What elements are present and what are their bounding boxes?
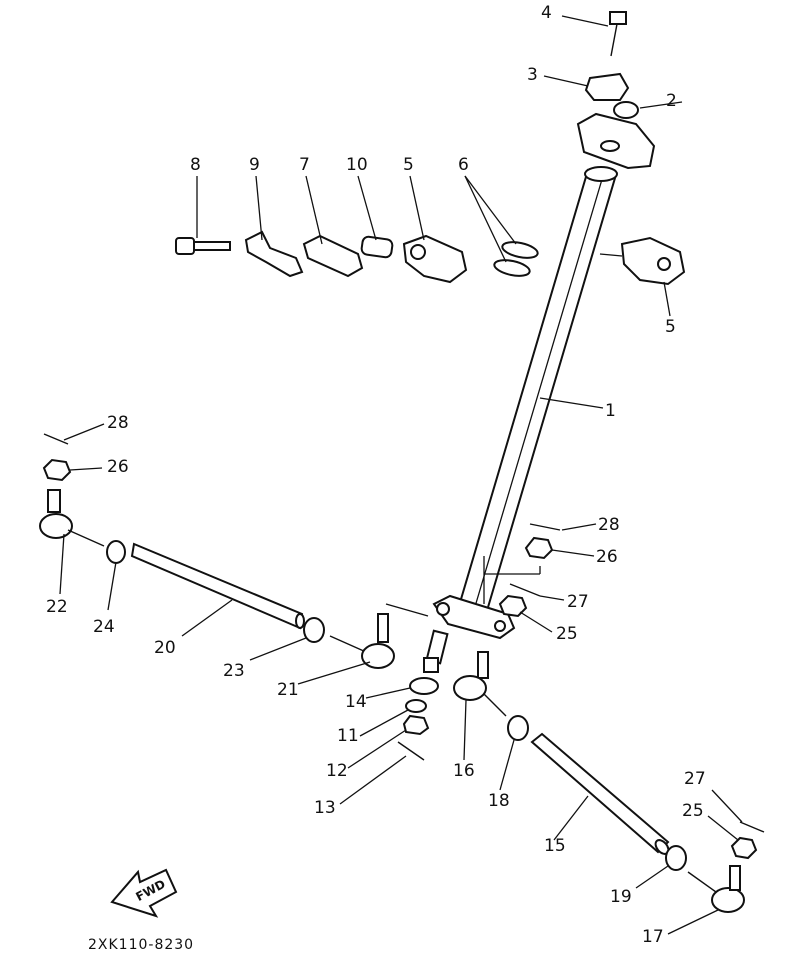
label-part-28-left: 28 xyxy=(107,413,129,433)
label-part-20: 20 xyxy=(154,638,176,658)
label-part-22: 22 xyxy=(46,597,68,617)
label-part-9: 9 xyxy=(249,155,260,175)
label-part-12: 12 xyxy=(326,761,348,781)
label-part-23: 23 xyxy=(223,661,245,681)
tie-rod-15 xyxy=(530,732,670,855)
label-part-14: 14 xyxy=(345,692,367,712)
nut-18 xyxy=(507,715,529,741)
label-part-7: 7 xyxy=(299,155,310,175)
label-part-11: 11 xyxy=(337,726,359,746)
tie-rod-end-16 xyxy=(453,651,507,717)
tie-rod-end-21 xyxy=(329,613,395,669)
plate-7 xyxy=(302,234,364,278)
nut-25-mid xyxy=(498,594,528,618)
label-part-24: 24 xyxy=(93,617,115,637)
holder-top xyxy=(584,72,630,101)
label-part-5-right: 5 xyxy=(665,317,676,337)
bush-2 xyxy=(613,101,639,119)
part-labels: 4 3 2 8 9 7 10 5 6 5 1 28 26 28 26 27 25… xyxy=(46,3,706,953)
holder-5-right xyxy=(620,236,686,286)
label-part-17: 17 xyxy=(642,927,664,947)
label-part-28-mid: 28 xyxy=(598,515,620,535)
plate-6 xyxy=(493,241,539,277)
label-part-27-right: 27 xyxy=(684,769,706,789)
nut-25-right xyxy=(730,836,758,860)
cotter-pin-27-mid xyxy=(509,583,541,597)
cotter-pin-28-left xyxy=(43,433,69,445)
bolt-8 xyxy=(175,237,231,255)
nut-23 xyxy=(303,617,325,643)
label-part-13: 13 xyxy=(314,798,336,818)
label-part-21: 21 xyxy=(277,680,299,700)
label-part-16: 16 xyxy=(453,761,475,781)
label-part-10: 10 xyxy=(346,155,368,175)
drawing-code: 2XK110-8230 xyxy=(88,937,194,953)
nut-19 xyxy=(665,845,687,871)
tie-rod-20 xyxy=(130,542,305,630)
label-part-19: 19 xyxy=(610,887,632,907)
nut-26-mid xyxy=(524,536,554,560)
label-part-26-mid: 26 xyxy=(596,547,618,567)
label-part-8: 8 xyxy=(190,155,201,175)
washer-14 xyxy=(409,677,439,695)
label-part-1: 1 xyxy=(605,401,616,421)
leader-lines xyxy=(59,15,743,935)
nut-26-left xyxy=(42,458,72,482)
label-part-26-left: 26 xyxy=(107,457,129,477)
label-part-4: 4 xyxy=(541,3,552,23)
label-part-5-left: 5 xyxy=(403,155,414,175)
label-part-25-mid: 25 xyxy=(556,624,578,644)
cotter-pin-28-mid xyxy=(529,523,561,531)
bolt-4 xyxy=(609,11,627,57)
label-part-3: 3 xyxy=(527,65,538,85)
plate-9 xyxy=(244,230,304,278)
washer-11 xyxy=(405,699,427,713)
cotter-pin-13 xyxy=(397,741,425,761)
steering-column xyxy=(423,112,656,673)
collar-10 xyxy=(360,235,394,259)
label-part-25-right: 25 xyxy=(682,801,704,821)
tie-rod-end-22 xyxy=(39,489,105,547)
label-part-18: 18 xyxy=(488,791,510,811)
holder-5-left xyxy=(402,234,468,284)
label-part-15: 15 xyxy=(544,836,566,856)
cotter-pin-27-right xyxy=(739,821,765,833)
tie-rod-end-17 xyxy=(687,865,745,913)
nut-24 xyxy=(106,540,126,564)
label-part-27-mid: 27 xyxy=(567,592,589,612)
label-part-6: 6 xyxy=(458,155,469,175)
label-part-2: 2 xyxy=(666,91,677,111)
nut-12 xyxy=(402,714,430,736)
fwd-arrow-icon: FWD xyxy=(110,868,178,918)
